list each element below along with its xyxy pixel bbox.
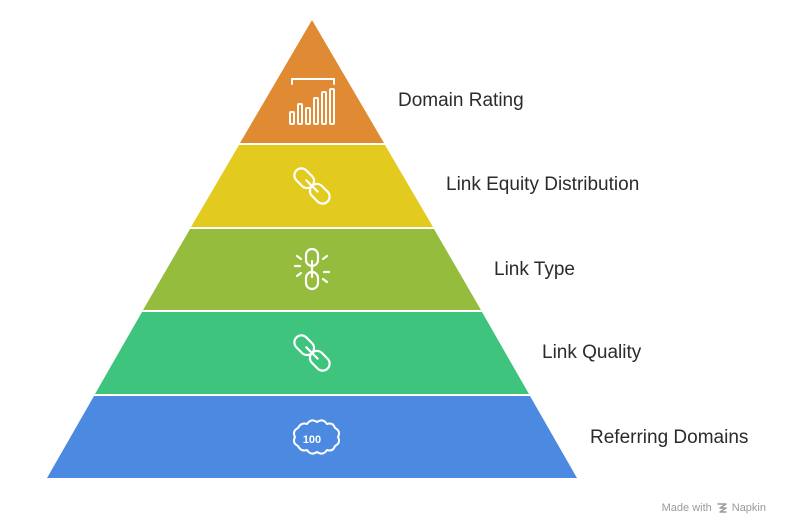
chain-link-icon — [293, 167, 331, 205]
badge-text: 100 — [303, 434, 321, 446]
watermark-made-with: Made with — [661, 502, 712, 514]
tier-label-domain-rating: Domain Rating — [398, 90, 524, 111]
tier-label-referring-domains: Referring Domains — [590, 427, 749, 448]
tier-label-link-type: Link Type — [494, 259, 575, 280]
watermark-brand: Napkin — [731, 502, 766, 514]
pyramid-tier-domain-rating — [240, 20, 384, 143]
hundred-badge-icon: 100 — [293, 419, 340, 455]
tier-label-link-quality: Link Quality — [542, 342, 642, 363]
watermark[interactable]: Made with Napkin — [662, 502, 766, 514]
pyramid-tier-referring-domains — [47, 396, 577, 478]
napkin-logo-icon — [717, 503, 727, 513]
tier-label-link-equity-distribution: Link Equity Distribution — [446, 174, 640, 195]
bar-chart-icon — [289, 78, 335, 125]
chain-link-icon — [293, 334, 331, 372]
broken-link-icon — [293, 247, 331, 291]
